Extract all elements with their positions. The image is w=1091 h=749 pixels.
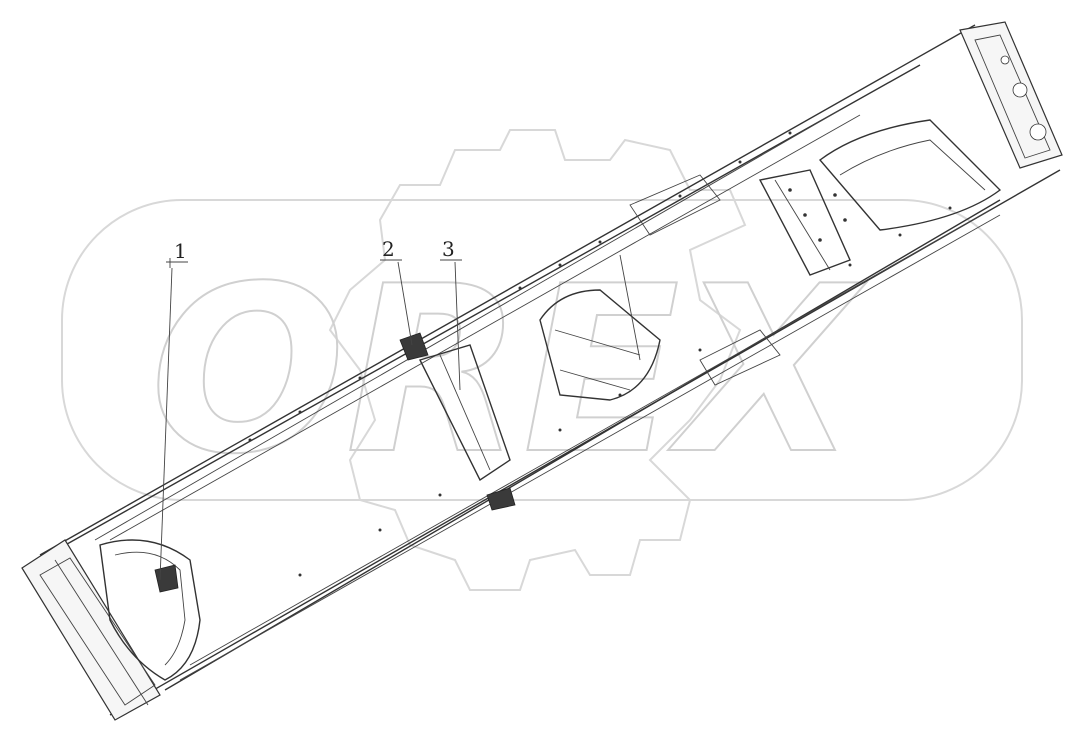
rear-end-plate bbox=[959, 21, 1063, 169]
callout-1-leader-line bbox=[159, 267, 173, 581]
rear-end-plate-inner bbox=[974, 34, 1051, 159]
watermark-gear bbox=[328, 129, 747, 591]
cab-crossmember-inner bbox=[554, 329, 641, 356]
rear-crossmember-1-inner bbox=[774, 179, 831, 271]
front-end-plate-inner bbox=[39, 557, 156, 706]
front-crossmember bbox=[99, 539, 201, 681]
front-crossmember-inner bbox=[114, 551, 186, 666]
rear-crossmember-1 bbox=[758, 169, 851, 276]
rear-gusset-inner bbox=[839, 139, 986, 191]
right-rail-inner bbox=[164, 199, 1001, 691]
watermark: OREX bbox=[61, 129, 1023, 591]
front-end-plate bbox=[21, 539, 161, 721]
left-rail-flange bbox=[94, 109, 841, 541]
right-side-plate bbox=[699, 329, 781, 386]
front-bumper-bar bbox=[54, 559, 149, 706]
rear-plate-hole-3 bbox=[1000, 55, 1010, 65]
watermark-text: OREX bbox=[150, 238, 867, 505]
callout-2: 2 bbox=[382, 237, 395, 261]
right-rail-flange bbox=[189, 209, 991, 666]
callout-3-leader-line bbox=[454, 261, 461, 391]
rear-gusset bbox=[818, 119, 1002, 231]
callout-2-leader-line bbox=[397, 261, 413, 346]
cab-crossmember-rib bbox=[619, 254, 641, 361]
cab-crossmember-inner-2 bbox=[559, 369, 631, 391]
rear-plate-hole-2 bbox=[1029, 123, 1047, 141]
rivets-rear-crossmember bbox=[788, 188, 847, 242]
middle-crossmember-web bbox=[439, 354, 491, 471]
left-side-plate bbox=[629, 174, 721, 236]
left-rail-flange-2 bbox=[109, 114, 861, 541]
cab-crossmember bbox=[539, 289, 661, 401]
callout-1: 1 bbox=[174, 239, 187, 263]
left-rail-inner bbox=[59, 64, 921, 549]
left-rail-outer bbox=[39, 24, 976, 556]
rivets-left-rail bbox=[248, 131, 792, 442]
engine-mount-left bbox=[399, 332, 429, 361]
middle-crossmember bbox=[419, 344, 511, 482]
engine-mount-right bbox=[486, 487, 516, 511]
rivets-right-rail bbox=[298, 206, 952, 577]
callout-3: 3 bbox=[442, 237, 455, 261]
front-bracket bbox=[154, 564, 179, 593]
right-rail-outer bbox=[109, 169, 1061, 716]
watermark-outline-box bbox=[61, 199, 1023, 501]
callout-leaders bbox=[159, 258, 462, 581]
rear-plate-hole-1 bbox=[1012, 82, 1028, 98]
right-rail-flange-2 bbox=[179, 214, 1001, 681]
chassis-frame bbox=[21, 21, 1063, 721]
